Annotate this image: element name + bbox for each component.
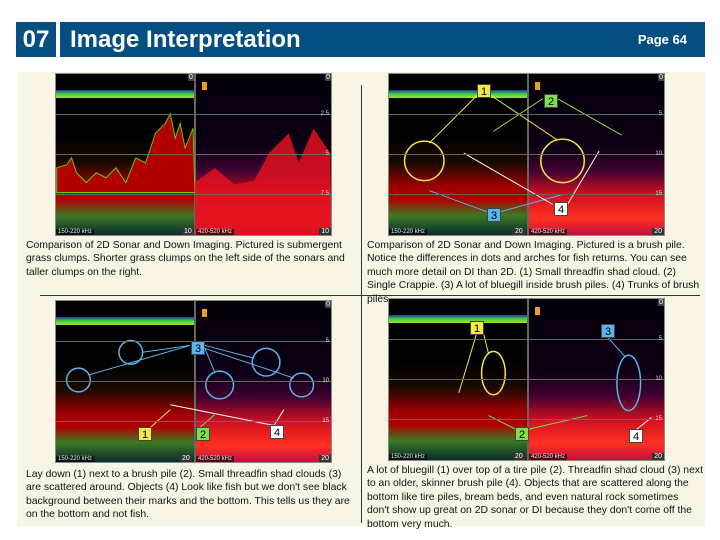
callout-tag-1: 1	[470, 321, 484, 335]
caption: A lot of bluegill (1) over top of a tire…	[367, 465, 703, 530]
caption: Comparison of 2D Sonar and Down Imaging.…	[367, 240, 700, 305]
caption: Comparison of 2D Sonar and Down Imaging.…	[26, 240, 345, 278]
depth-label: 5	[658, 111, 662, 117]
page-number: Page 64	[637, 32, 687, 47]
caption: Lay down (1) next to a brush pile (2). S…	[26, 469, 350, 521]
sonar-image-grass: 2.5 5 7.5 0 0 150-220 kHz 10 420-520 kHz…	[55, 73, 332, 236]
callout-tag-4: 4	[554, 202, 568, 216]
frequency-label: 150-220 kHz	[389, 454, 428, 460]
chapter-number: 07	[16, 22, 56, 57]
depth-bottom: 20	[652, 228, 664, 235]
callout-tag-1: 1	[477, 84, 491, 98]
depth-label: 5	[658, 336, 662, 342]
depth-bottom: 10	[319, 228, 331, 235]
frequency-label: 150-220 kHz	[56, 456, 95, 462]
battery-icon	[201, 309, 207, 317]
surface-clutter	[56, 317, 194, 326]
depth-bottom: 10	[182, 228, 194, 235]
depth-top: 0	[188, 74, 194, 81]
callout-tag-3: 3	[487, 208, 501, 222]
depth-top: 0	[325, 301, 331, 308]
depth-top: 0	[658, 74, 664, 81]
depth-label: 10	[655, 376, 662, 382]
vertical-divider	[361, 85, 362, 523]
depth-label: 10	[655, 151, 662, 157]
depth-bottom: 20	[319, 455, 331, 462]
page-title: Image Interpretation	[70, 26, 301, 53]
surface-clutter	[56, 90, 194, 99]
frequency-label: 420-520 kHz	[196, 229, 235, 235]
callout-tag-2: 2	[544, 94, 558, 108]
frequency-label: 150-220 kHz	[56, 229, 95, 235]
frequency-label: 420-520 kHz	[529, 454, 568, 460]
callout-tag-4: 4	[270, 425, 284, 439]
depth-top: 0	[325, 74, 331, 81]
frequency-label: 420-520 kHz	[529, 229, 568, 235]
battery-icon	[534, 307, 540, 315]
callout-lines	[458, 333, 652, 430]
callout-tag-4: 4	[629, 429, 643, 443]
battery-icon	[201, 82, 207, 90]
callout-tag-1: 1	[138, 427, 152, 441]
depth-label: 5	[325, 151, 329, 157]
depth-bottom: 20	[180, 455, 192, 462]
depth-bottom: 20	[652, 453, 664, 460]
sonar-image-tire-pile: 5 10 15 0 1 2 3 4 150-220 kHz 20 420-520…	[388, 298, 665, 461]
callout-tag-3: 3	[601, 324, 615, 338]
depth-label: 7.5	[320, 191, 329, 197]
sonar-image-brush-pile: 5 10 15 0 1 2 3 4 150-220 kHz 20 420-520…	[388, 73, 665, 236]
depth-label: 2.5	[320, 111, 329, 117]
grass-returns	[56, 112, 331, 235]
callout-tag-2: 2	[196, 427, 210, 441]
depth-top: 0	[658, 299, 664, 306]
depth-bottom: 20	[513, 228, 525, 235]
frequency-label: 420-520 kHz	[196, 456, 235, 462]
depth-label: 15	[655, 191, 662, 197]
callout-tag-3: 3	[191, 341, 205, 355]
depth-label: 5	[325, 338, 329, 344]
depth-label: 15	[322, 418, 329, 424]
depth-bottom: 20	[513, 453, 525, 460]
frequency-label: 150-220 kHz	[389, 229, 428, 235]
sonar-image-laydown: 5 10 15 0 3 1 2 4 150-220 kHz 20 420-520…	[55, 300, 332, 463]
header-bar: Image Interpretation Page 64	[60, 22, 705, 57]
surface-clutter	[389, 315, 527, 324]
callout-tag-2: 2	[515, 427, 529, 441]
surface-clutter	[389, 90, 527, 99]
battery-icon	[534, 82, 540, 90]
horizontal-divider	[40, 295, 700, 296]
depth-label: 15	[655, 416, 662, 422]
depth-label: 10	[322, 378, 329, 384]
